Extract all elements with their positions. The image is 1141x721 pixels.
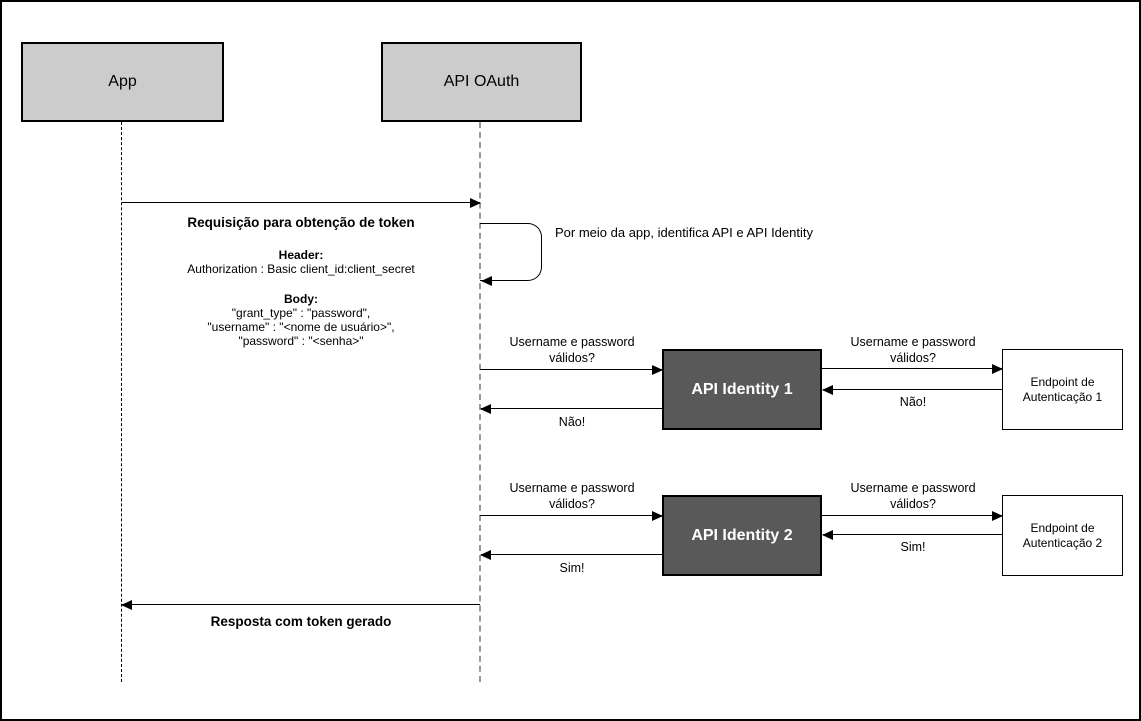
arrow-endpoint2-to-identity2 — [822, 530, 1002, 540]
answer-identity1-oauth: Não! — [558, 415, 586, 429]
self-loop-arrowhead — [481, 276, 492, 286]
answer-endpoint2-identity2: Sim! — [900, 540, 926, 554]
arrow-token-response — [121, 600, 480, 610]
box-endpoint-1-label: Endpoint de Autenticação 1 — [1022, 374, 1103, 404]
lifeline-app — [121, 122, 122, 682]
token-request-body-line: "username" : "<nome de usuário>", — [207, 320, 395, 334]
question-identity1-endpoint1: Username e password válidos? — [850, 335, 976, 365]
question-oauth-identity1: Username e password válidos? — [509, 335, 635, 365]
arrow-token-request — [122, 198, 481, 208]
arrow-identity2-to-oauth — [480, 550, 662, 560]
arrow-identity1-to-oauth — [480, 404, 662, 414]
box-api-identity-1-label: API Identity 1 — [691, 380, 793, 398]
arrow-endpoint1-to-identity1 — [822, 385, 1002, 395]
arrow-oauth-to-identity2 — [480, 511, 663, 521]
question-identity2-endpoint2: Username e password válidos? — [850, 481, 976, 511]
token-response-label: Resposta com token gerado — [210, 614, 392, 629]
self-loop-arc — [480, 223, 542, 281]
token-request-body-label: Body: — [284, 292, 318, 306]
box-endpoint-2: Endpoint de Autenticação 2 — [1002, 495, 1123, 576]
token-request-header-value: Authorization : Basic client_id:client_s… — [187, 262, 415, 276]
lifeline-api-oauth — [479, 122, 481, 682]
box-api-identity-1: API Identity 1 — [662, 349, 822, 430]
token-request-header-label: Header: — [278, 248, 324, 262]
question-oauth-identity2: Username e password válidos? — [509, 481, 635, 511]
actor-app: App — [21, 42, 224, 122]
box-endpoint-1: Endpoint de Autenticação 1 — [1002, 349, 1123, 430]
box-endpoint-2-label: Endpoint de Autenticação 2 — [1022, 520, 1103, 550]
arrow-oauth-to-identity1 — [480, 365, 663, 375]
token-request-body-line: "password" : "<senha>" — [238, 334, 364, 348]
box-api-identity-2-label: API Identity 2 — [691, 526, 793, 544]
arrow-identity1-to-endpoint1 — [822, 364, 1003, 374]
self-loop-note: Por meio da app, identifica API e API Id… — [555, 225, 813, 240]
answer-identity2-oauth: Sim! — [559, 561, 585, 575]
answer-endpoint1-identity1: Não! — [899, 395, 927, 409]
actor-api-oauth: API OAuth — [381, 42, 582, 122]
token-request-title: Requisição para obtenção de token — [187, 215, 415, 230]
token-request-body-line: "grant_type" : "password", — [231, 306, 371, 320]
actor-api-oauth-label: API OAuth — [443, 73, 520, 90]
arrow-identity2-to-endpoint2 — [822, 511, 1003, 521]
token-request-message: Requisição para obtenção de token Header… — [122, 215, 480, 349]
box-api-identity-2: API Identity 2 — [662, 495, 822, 576]
actor-app-label: App — [108, 73, 137, 90]
